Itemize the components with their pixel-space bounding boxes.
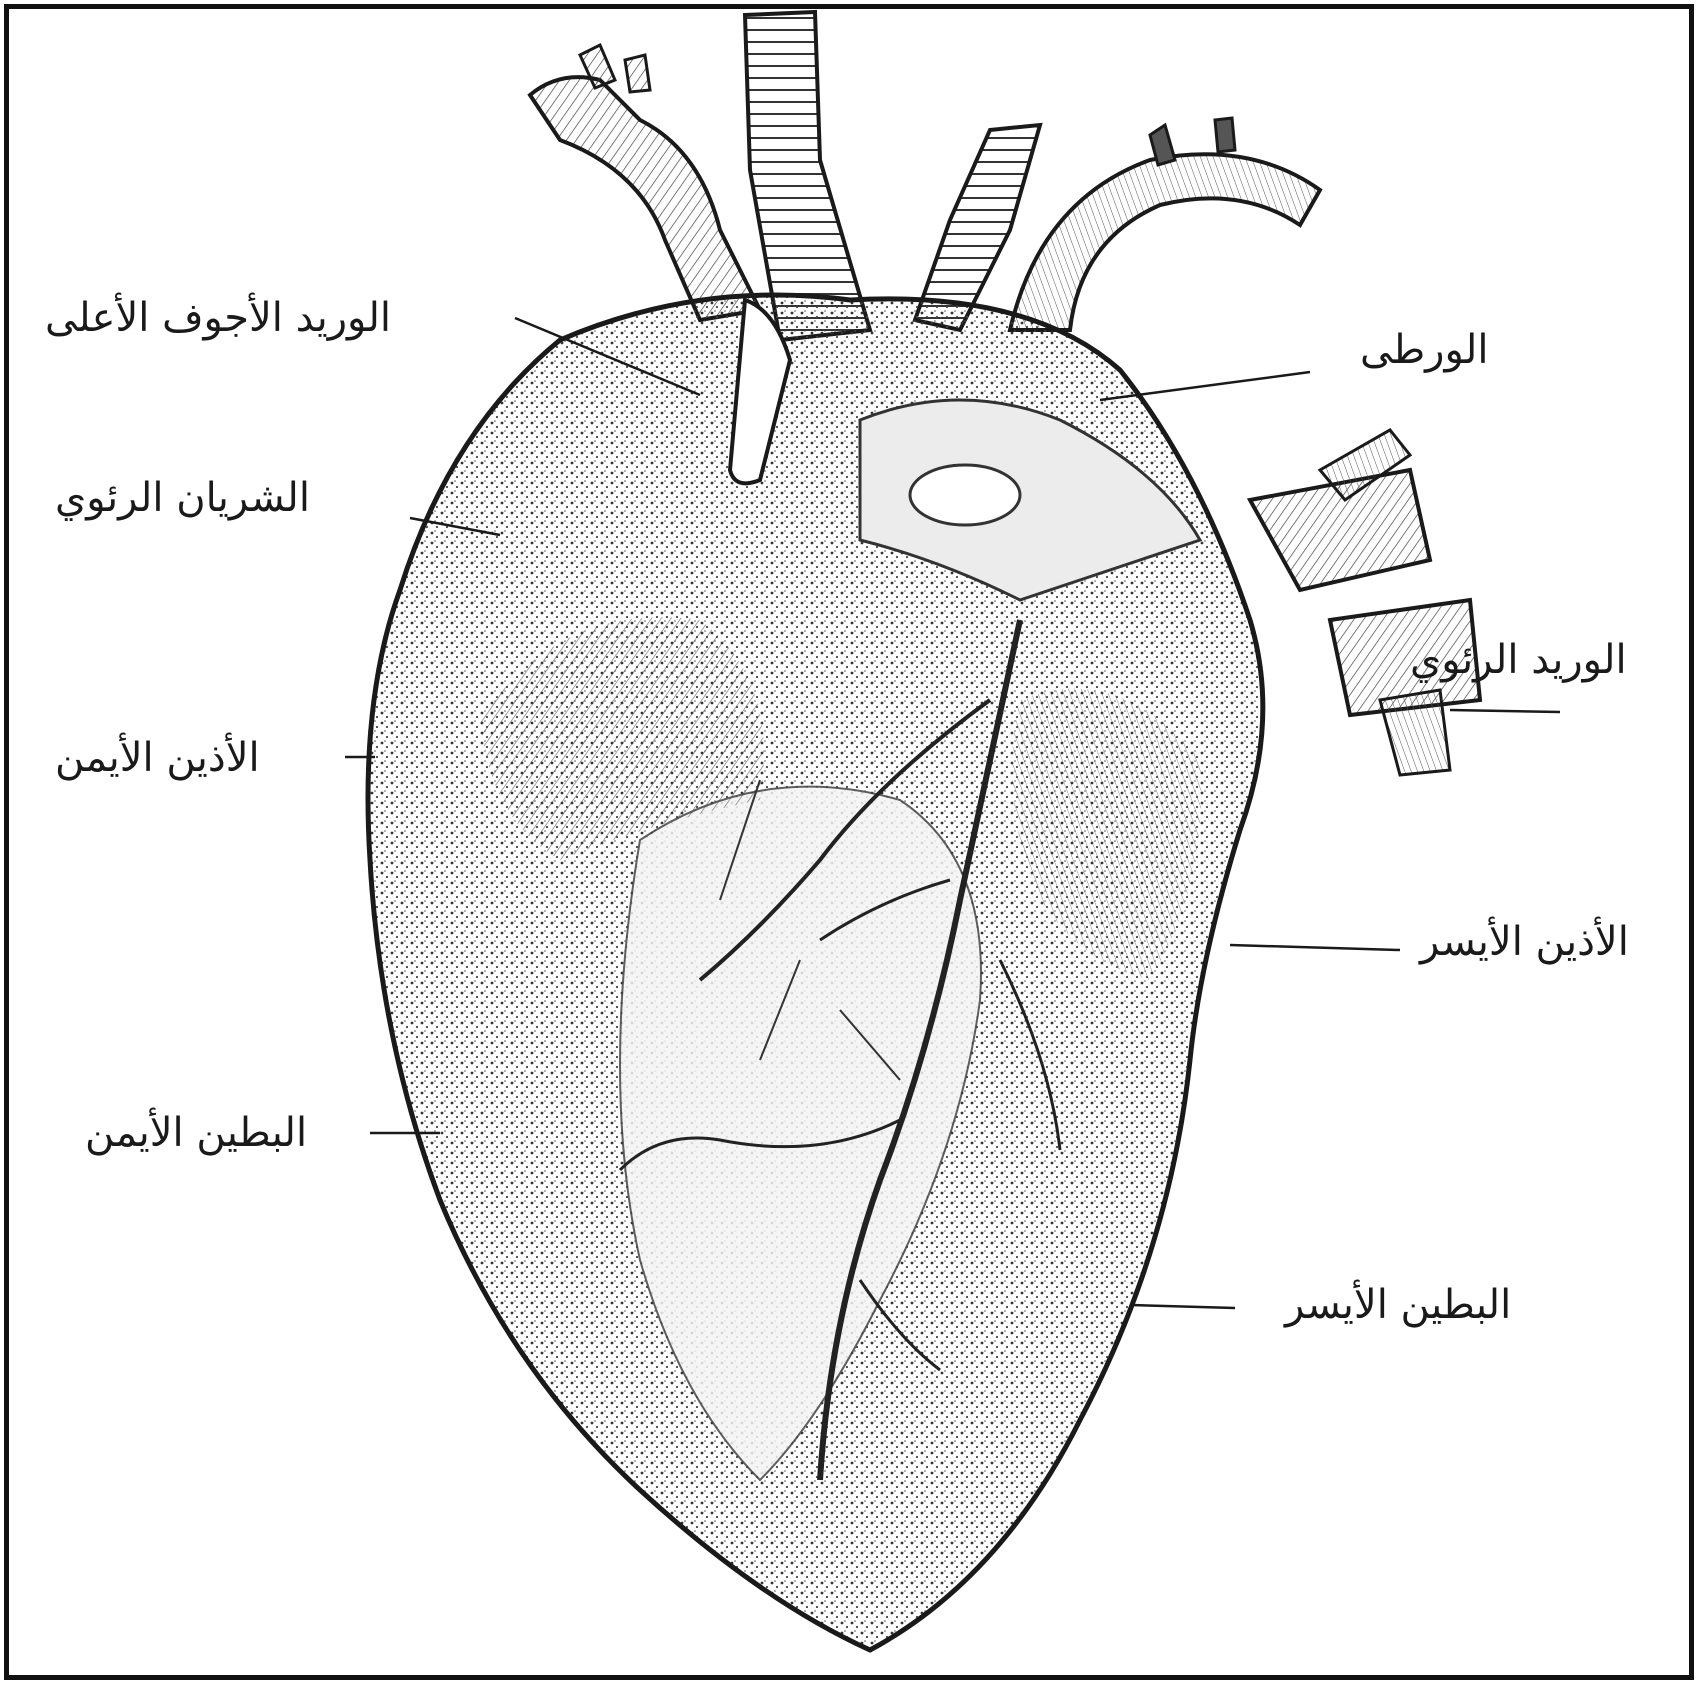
leader-left-atrium — [1230, 945, 1400, 950]
label-right-atrium: الأذين الأيمن — [55, 738, 260, 778]
leader-pulmonary-vein — [1450, 710, 1560, 712]
label-pulmonary-vein: الوريد الرئوي — [1410, 640, 1627, 680]
leader-left-ventricle — [1130, 1305, 1235, 1308]
heart-body — [368, 295, 1263, 1650]
label-left-ventricle: البطين الأيسر — [1285, 1285, 1511, 1325]
label-superior-vena-cava: الوريد الأجوف الأعلى — [45, 298, 391, 338]
label-right-ventricle: البطين الأيمن — [85, 1113, 307, 1153]
label-aorta: الورطى — [1360, 330, 1488, 370]
label-pulmonary-artery: الشريان الرئوي — [55, 478, 310, 518]
label-left-atrium: الأذين الأيسر — [1420, 922, 1629, 962]
